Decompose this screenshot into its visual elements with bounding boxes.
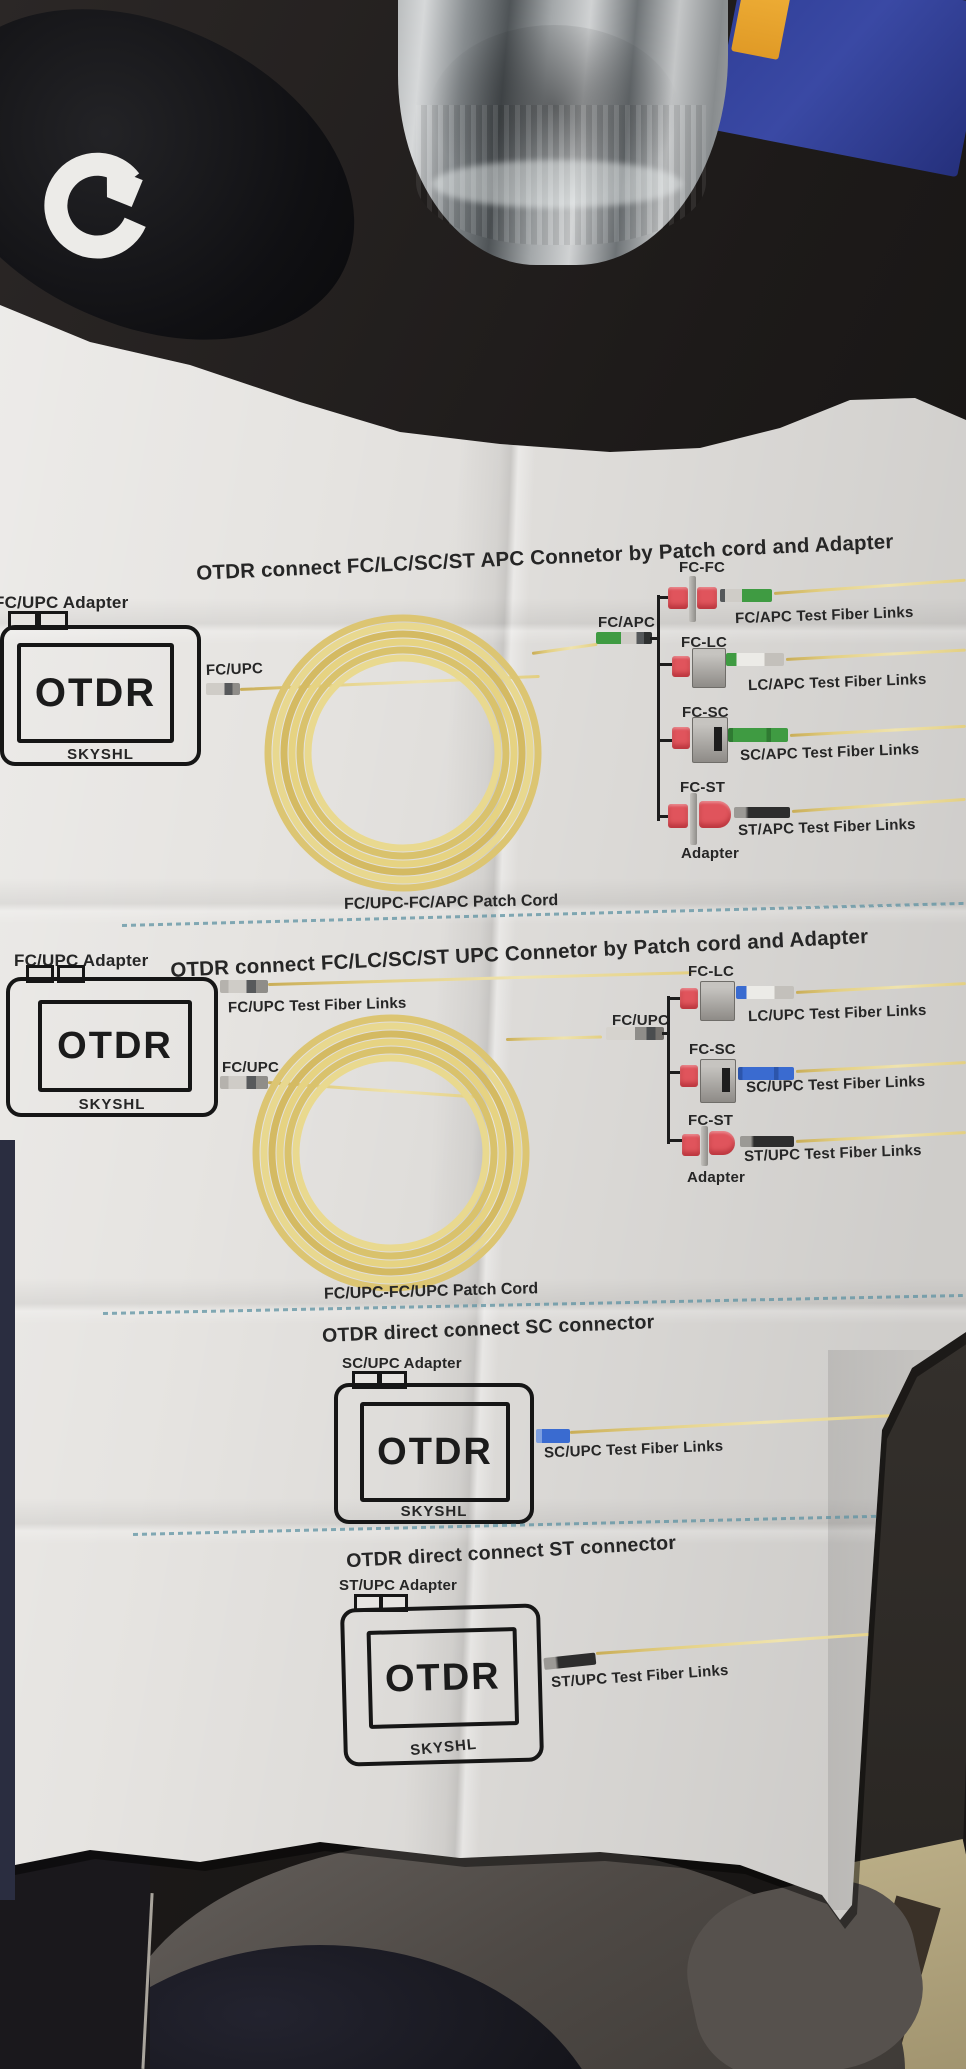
lc-adapter-housing [700,981,735,1021]
fc-fc-adapter [697,587,717,609]
fc-apc-connector [720,589,772,602]
otdr4-screen: OTDR [366,1627,520,1729]
otdr3-label: OTDR [377,1430,493,1473]
fc-upc-connector [220,980,268,993]
blue-book [711,0,966,178]
bottle-shadow-core [428,25,680,205]
adapter-type-label: FC-ST [688,1112,734,1129]
fiber-coil [264,614,542,892]
otdr4-label: OTDR [384,1654,502,1700]
sc-apc-connector [728,728,788,742]
book-orange-stripe [730,0,795,60]
navy-strip-left [0,1140,15,1900]
fc-upc-connector [220,1076,268,1089]
otdr3-brand: SKYSHL [400,1503,468,1520]
otdr1-label: OTDR [34,670,157,715]
sc-adapter-housing [700,1059,736,1103]
instruction-sheet: OTDR connect FC/LC/SC/ST APC Connetor by… [0,305,966,1920]
adapter-type-label: FC-FC [679,559,725,576]
bottle-ribs [416,105,706,245]
fc-apc-connector [596,632,652,644]
adapter-caption: Adapter [681,845,740,862]
adapter-flange [689,576,696,622]
otdr1-port-label: FC/UPC [205,660,264,679]
otdr1-screen: OTDR [17,643,174,743]
lc-apc-connector [726,653,784,666]
st-adapter-barrel [709,1131,735,1155]
branch1-elbow [650,637,660,640]
branch1-stub [660,663,672,666]
patch-cord-caption: FC/UPC-FC/APC Patch Cord [343,892,559,913]
otdr1-brand: SKYSHL [67,746,134,763]
otdr2-case [6,977,218,1117]
adapter-type-label: FC-SC [682,704,729,721]
water-bottle [398,0,728,265]
branch2-input-label: FC/UPC [612,1012,670,1029]
fc-sc-adapter [680,1065,698,1087]
sc-adapter-housing [692,717,728,763]
fc-fc-adapter [668,587,688,609]
adapter-type-label: FC-ST [680,779,726,796]
otdr4-adapter-label: ST/UPC Adapter [339,1577,458,1594]
fc-lc-adapter [672,656,690,677]
branch2-stub [670,1139,682,1142]
otdr2-brand: SKYSHL [78,1096,146,1113]
sc-upc-connector [738,1067,794,1080]
adapter-type-label: FC-SC [689,1041,736,1058]
fc-st-adapter [682,1134,700,1156]
sc-upc-connector [536,1429,570,1443]
st-connector [734,807,790,818]
otdr3-screen: OTDR [360,1402,510,1502]
fc-st-adapter [668,804,688,828]
fc-upc-connector [606,1027,664,1040]
otdr3-case [334,1383,534,1524]
lc-adapter-housing [692,648,726,688]
branch2-stub [670,997,682,1000]
st-adapter-barrel [699,801,731,828]
branch2-stub [670,1071,682,1074]
branch1-stub [660,596,672,599]
branch2-line [667,996,670,1144]
fc-lc-adapter [680,988,698,1009]
paper-crease [0,1278,966,1324]
adapter-caption: Adapter [687,1169,746,1186]
otdr1-case [0,625,201,766]
adapter-type-label: FC-LC [681,634,727,651]
branch1-stub [660,815,672,818]
otdr2-port-label: FC/UPC [222,1059,280,1076]
otdr1-device: OTDR SKYSHL [0,625,201,766]
otdr2-screen: OTDR [38,1000,192,1092]
branch1-input-label: FC/APC [598,614,656,631]
fc-sc-adapter [672,727,690,749]
sc-adapter-slot [722,1068,730,1092]
fc-upc-connector [206,683,240,695]
otdr3-adapter-label: SC/UPC Adapter [342,1355,462,1372]
otdr4-port-tab [380,1594,408,1612]
branch2-elbow [662,1032,670,1035]
otdr1-adapter-label: FC/UPC Adapter [0,593,129,612]
otdr3-device: OTDR SKYSHL [334,1383,534,1524]
adapter-type-label: FC-LC [688,963,734,980]
otdr2-device: OTDR SKYSHL [6,977,218,1117]
lc-upc-connector [736,986,794,999]
logitech-g-logo [44,152,146,259]
otdr2-label: OTDR [57,1024,173,1067]
otdr4-device: OTDR SKYSHL [339,1603,545,1767]
st-connector [740,1136,794,1147]
sc-adapter-slot [714,727,722,751]
dark-leg-left [0,1835,150,2069]
computer-mouse [0,0,406,397]
adapter-flange [701,1126,708,1166]
fiber-coil [252,1014,530,1292]
adapter-flange [690,793,697,845]
branch1-line [657,595,660,821]
branch1-stub [660,739,672,742]
bottle-glint [432,160,682,208]
paper-crease [0,598,966,644]
